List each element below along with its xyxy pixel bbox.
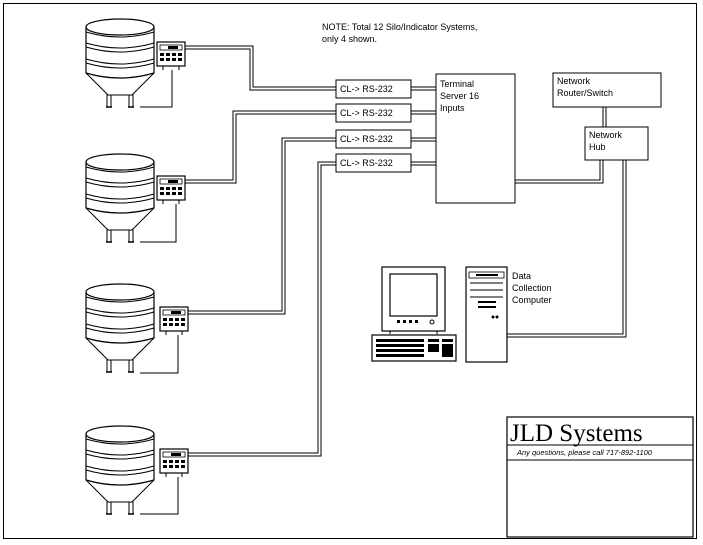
silo-3 — [85, 283, 155, 373]
load-cell-wires — [140, 70, 179, 515]
svg-text:Hub: Hub — [589, 142, 606, 152]
computer-label-1: Data — [512, 271, 531, 281]
network-router: Network Router/Switch — [552, 72, 662, 108]
svg-text:Network: Network — [557, 76, 591, 86]
network-hub: Network Hub — [584, 126, 649, 161]
svg-text:Terminal: Terminal — [440, 79, 474, 89]
company-name: JLD Systems — [510, 420, 643, 447]
computer-label-3: Computer — [512, 295, 552, 305]
indicator-2 — [156, 175, 186, 205]
converter-cables — [411, 86, 436, 166]
converter-4: CL-> RS-232 — [335, 153, 412, 173]
indicator-4 — [159, 448, 189, 478]
indicator-cables — [185, 45, 336, 457]
terminal-server: Terminal Server 16 Inputs — [435, 73, 516, 204]
svg-text:CL-> RS-232: CL-> RS-232 — [340, 108, 393, 118]
title-block: JLD Systems Any questions, please call 7… — [506, 416, 694, 538]
svg-text:Inputs: Inputs — [440, 103, 465, 113]
converter-2: CL-> RS-232 — [335, 103, 412, 123]
indicator-1 — [156, 41, 186, 71]
computer-label-2: Collection — [512, 283, 552, 293]
indicator-3 — [159, 306, 189, 336]
silo-2 — [85, 153, 155, 243]
computer-tower — [465, 266, 508, 363]
network-cables — [507, 107, 627, 338]
monitor — [381, 266, 446, 334]
note-line-2: only 4 shown. — [322, 34, 377, 44]
keyboard — [371, 334, 457, 362]
diagram-border — [3, 3, 697, 539]
contact-line: Any questions, please call 717-892-1100 — [516, 448, 653, 457]
converter-1: CL-> RS-232 — [335, 79, 412, 99]
note-line-1: NOTE: Total 12 Silo/Indicator Systems, — [322, 22, 477, 32]
silo-4 — [85, 425, 155, 515]
svg-text:CL-> RS-232: CL-> RS-232 — [340, 84, 393, 94]
silo-1 — [85, 18, 155, 108]
svg-text:CL-> RS-232: CL-> RS-232 — [340, 158, 393, 168]
svg-text:CL-> RS-232: CL-> RS-232 — [340, 134, 393, 144]
svg-text:Network: Network — [589, 130, 623, 140]
svg-text:Router/Switch: Router/Switch — [557, 88, 613, 98]
converter-3: CL-> RS-232 — [335, 129, 412, 149]
svg-text:Server 16: Server 16 — [440, 91, 479, 101]
